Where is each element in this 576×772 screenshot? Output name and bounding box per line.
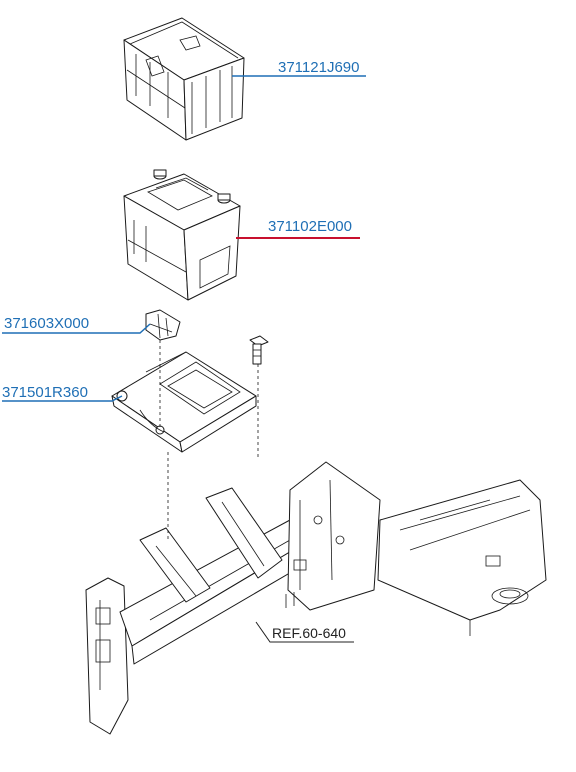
- battery-illustration: [123, 169, 241, 301]
- tray-cover-illustration: [123, 17, 245, 141]
- part-number-tray[interactable]: 371501R360: [2, 384, 88, 401]
- tray-illustration: [111, 351, 257, 453]
- part-number-tray-cover[interactable]: 371121J690: [278, 59, 360, 76]
- reference-leader: [255, 621, 354, 643]
- clamp-illustration: [145, 309, 181, 341]
- tray-leader: [2, 395, 123, 402]
- bolt-illustration: [249, 335, 269, 365]
- reference-label: REF.60-640: [272, 625, 346, 641]
- clamp-leader: [2, 323, 151, 334]
- part-number-battery[interactable]: 371102E000: [268, 218, 352, 235]
- body-structure-illustration: [85, 461, 547, 735]
- part-number-clamp[interactable]: 371603X000: [4, 315, 90, 332]
